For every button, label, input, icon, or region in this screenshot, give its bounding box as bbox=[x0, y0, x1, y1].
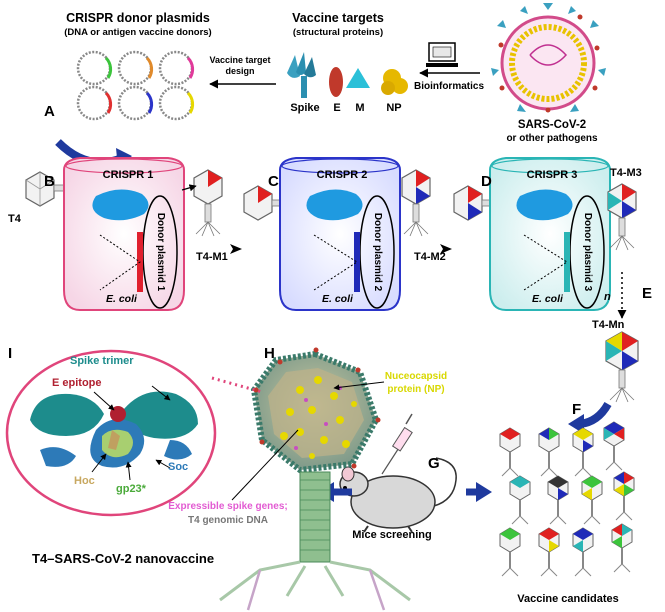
virus-sublabel: or other pathogens bbox=[506, 133, 598, 144]
panel-label-e: E bbox=[642, 285, 653, 302]
crispr-1-label: CRISPR 1 bbox=[102, 169, 154, 181]
protein-label-e: E bbox=[333, 102, 341, 114]
plasmid bbox=[158, 85, 195, 121]
panel-label-h: H bbox=[264, 345, 275, 362]
panel-label-g: G bbox=[428, 455, 440, 472]
e-epitope-label: E epitope bbox=[52, 377, 102, 389]
panel-label-i: I bbox=[8, 345, 13, 362]
nanovaccine-particle bbox=[219, 347, 411, 611]
syringe-icon bbox=[381, 413, 413, 475]
plasmid bbox=[158, 50, 195, 86]
e-protein bbox=[329, 67, 343, 97]
panel-label-d: D bbox=[481, 173, 492, 190]
ecoli-label-3: E. coli bbox=[532, 293, 563, 305]
plasmid bbox=[117, 50, 154, 86]
protein-label-np: NP bbox=[386, 102, 402, 114]
gp23-label: gp23* bbox=[116, 483, 146, 495]
genes-pointer bbox=[231, 429, 299, 501]
np-label: Nuceocapsid bbox=[384, 371, 448, 382]
arrow-m1 bbox=[230, 244, 242, 254]
spike-genes-label: Expressible spike genes; bbox=[168, 501, 288, 512]
soc-label: Soc bbox=[168, 461, 189, 473]
t4-m3-phage bbox=[607, 183, 637, 251]
donor-plasmid-2-label: Donor plasmid 2 bbox=[372, 212, 383, 292]
flow-arrow-mn-f bbox=[568, 414, 584, 434]
vaccine-candidates-label: Vaccine candidates bbox=[517, 593, 619, 605]
genomic-dna-label: T4 genomic DNA bbox=[187, 515, 269, 526]
bioinformatics-label: Bioinformatics bbox=[414, 81, 485, 92]
sars-cov-2-virion bbox=[491, 3, 606, 113]
panel-label-f: F bbox=[572, 401, 582, 418]
iteration-n-label: n bbox=[604, 291, 611, 303]
vaccine-design-label-2: design bbox=[225, 66, 255, 76]
ecoli-label-1: E. coli bbox=[106, 293, 137, 305]
mice-screening-label: Mice screening bbox=[352, 529, 432, 541]
donor-plasmids-title: CRISPR donor plasmids bbox=[66, 11, 210, 25]
vaccine-targets-subtitle: (structural proteins) bbox=[292, 27, 384, 38]
t4-label: T4 bbox=[8, 213, 21, 225]
plasmid bbox=[76, 85, 113, 121]
t4-m3-label: T4-M3 bbox=[610, 167, 642, 179]
t4-m1-label: T4-M1 bbox=[196, 251, 228, 263]
arrow-m2 bbox=[440, 244, 452, 254]
t4-m2-phage bbox=[401, 169, 431, 237]
ecoli-label-2: E. coli bbox=[322, 293, 353, 305]
crispr-2-label: CRISPR 2 bbox=[316, 169, 368, 181]
plasmid bbox=[76, 50, 113, 86]
vaccine-candidates-grid bbox=[499, 421, 635, 577]
panel-label-b: B bbox=[44, 173, 55, 190]
virus-label: SARS-CoV-2 bbox=[517, 119, 587, 131]
vaccine-design-label: Vaccine target bbox=[209, 55, 271, 65]
m-protein bbox=[346, 68, 370, 88]
plasmid bbox=[117, 85, 154, 121]
zoom-link bbox=[211, 376, 263, 394]
crispr-3-label: CRISPR 3 bbox=[526, 169, 578, 181]
protein-label-m: M bbox=[355, 102, 365, 114]
t4-mn-phage bbox=[605, 331, 639, 403]
np-protein bbox=[381, 69, 408, 95]
donor-plasmid-3-label: Donor plasmid 3 bbox=[582, 212, 593, 292]
donor-plasmids bbox=[76, 50, 195, 121]
donor-plasmids-subtitle: (DNA or antigen vaccine donors) bbox=[64, 27, 212, 38]
vaccine-targets-title: Vaccine targets bbox=[292, 11, 384, 25]
donor-plasmid-1-label: Donor plasmid 1 bbox=[155, 212, 166, 292]
protein-label-spike: Spike bbox=[290, 102, 320, 114]
computer-icon bbox=[426, 42, 458, 67]
cas9-complex bbox=[92, 189, 149, 221]
np-label-2: protein (NP) bbox=[387, 384, 445, 395]
panel-label-a: A bbox=[44, 103, 55, 120]
nanovaccine-title: T4–SARS-CoV-2 nanovaccine bbox=[32, 551, 215, 566]
t4-mn-label: T4-Mn bbox=[592, 319, 625, 331]
t4-m1-phage bbox=[193, 169, 223, 237]
t4-m2-label: T4-M2 bbox=[414, 251, 446, 263]
spike-protein bbox=[287, 52, 316, 98]
crispr-1-cell bbox=[63, 157, 185, 311]
spike-display-inset bbox=[5, 349, 217, 517]
panel-label-c: C bbox=[268, 173, 279, 190]
spike-trimer-label: Spike trimer bbox=[70, 355, 134, 367]
hoc-label: Hoc bbox=[74, 475, 95, 487]
